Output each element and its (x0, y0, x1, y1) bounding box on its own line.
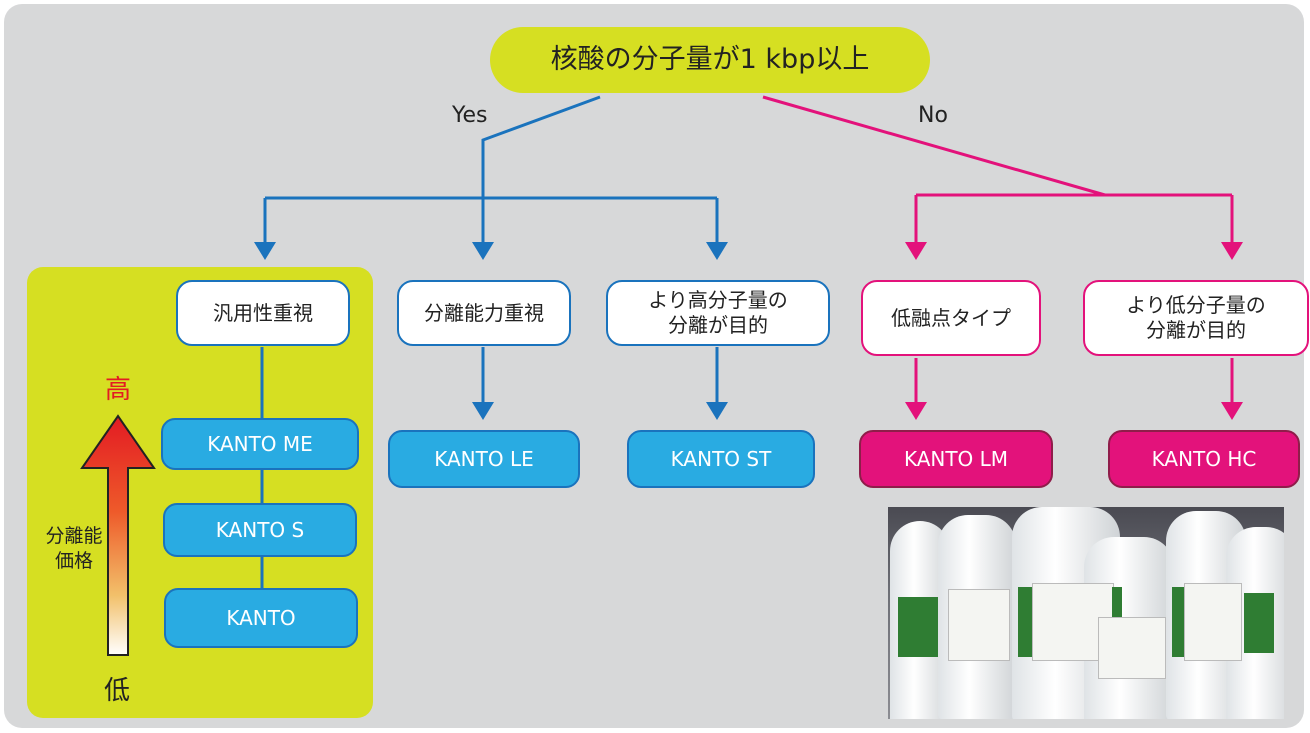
arrowhead-3 (706, 242, 728, 260)
arrowhead-2 (472, 242, 494, 260)
agarose-bottles-photo (888, 507, 1284, 719)
yes-line (481, 95, 601, 250)
yes-label: Yes (452, 103, 488, 128)
product-kanto-me: KANTO ME (161, 418, 359, 470)
arrowhead-8 (905, 402, 927, 420)
resolution-scale-arrow (80, 414, 156, 656)
criteria-low-melting-point: 低融点タイプ (861, 280, 1041, 356)
no-line (762, 95, 1106, 197)
criteria-high-molecular-weight: より高分子量の 分離が目的 (606, 280, 830, 346)
root-question: 核酸の分子量が1 kbp以上 (490, 27, 930, 93)
product-kanto-hc: KANTO HC (1108, 430, 1300, 488)
scale-low-label: 低 (104, 676, 131, 706)
arrowhead-7 (1221, 242, 1243, 260)
product-kanto-lm: KANTO LM (859, 430, 1053, 488)
arrowhead-1 (254, 242, 276, 260)
arrowhead-5 (706, 402, 728, 420)
no-label: No (918, 103, 948, 128)
criteria-low-molecular-weight: より低分子量の 分離が目的 (1083, 280, 1309, 356)
product-kanto: KANTO (164, 588, 358, 648)
product-kanto-le: KANTO LE (388, 430, 580, 488)
scale-resolution-price-label: 分離能 価格 (45, 525, 103, 572)
product-kanto-st: KANTO ST (627, 430, 815, 488)
arrowhead-6 (905, 242, 927, 260)
criteria-general-purpose: 汎用性重視 (176, 280, 350, 346)
criteria-resolution: 分離能力重視 (397, 280, 571, 346)
scale-high-label: 高 (105, 375, 132, 405)
arrowhead-9 (1221, 402, 1243, 420)
arrowhead-4 (472, 402, 494, 420)
product-kanto-s: KANTO S (163, 503, 357, 557)
